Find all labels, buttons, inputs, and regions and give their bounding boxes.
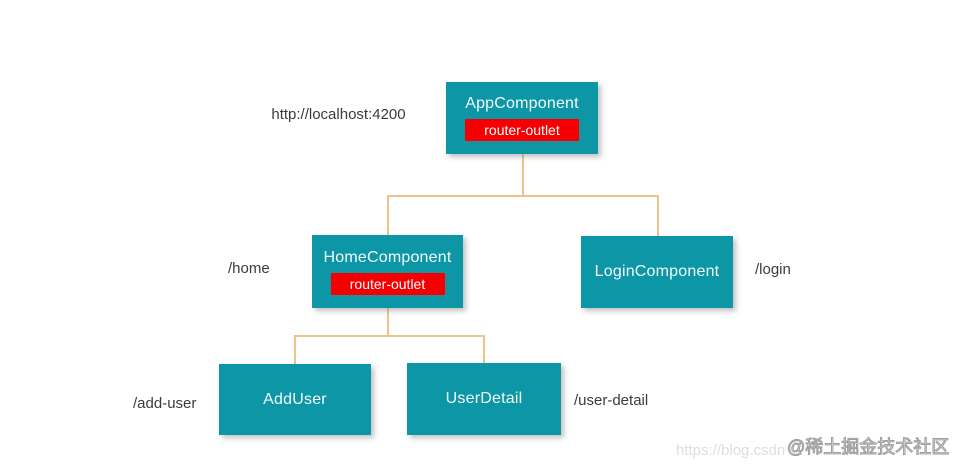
localhost-url-label: http://localhost:4200 <box>271 106 406 123</box>
route-label-home: /home <box>228 260 270 277</box>
node-adduser-component: AddUser <box>219 364 371 435</box>
route-label-user-detail: /user-detail <box>574 392 649 409</box>
node-userdetail-label: UserDetail <box>445 390 523 407</box>
router-outlet-badge: router-outlet <box>465 119 579 141</box>
node-login-label: LoginComponent <box>594 263 720 280</box>
connector-home-vertical <box>387 195 389 235</box>
route-label-add-user: /add-user <box>133 395 197 412</box>
node-home-component: HomeComponent router-outlet <box>312 235 463 308</box>
connector-login-vertical <box>657 195 659 236</box>
node-login-component: LoginComponent <box>581 236 733 308</box>
watermark-community: @稀土掘金技术社区 <box>786 437 950 458</box>
route-label-login: /login <box>755 261 791 278</box>
connector-userdetail-vertical <box>483 335 485 363</box>
node-app-component: AppComponent router-outlet <box>446 82 598 154</box>
watermark-url: https://blog.csdn <box>676 442 786 459</box>
connector-app-to-children-vertical <box>522 154 524 196</box>
connector-level1-horizontal <box>387 195 659 197</box>
connector-home-to-children-vertical <box>387 308 389 336</box>
node-userdetail-component: UserDetail <box>407 363 561 435</box>
node-adduser-label: AddUser <box>263 390 327 408</box>
node-home-label: HomeComponent <box>323 248 452 266</box>
connector-level2-horizontal <box>294 335 485 337</box>
node-app-label: AppComponent <box>465 95 579 112</box>
connector-adduser-vertical <box>294 335 296 364</box>
router-outlet-badge: router-outlet <box>330 272 445 295</box>
